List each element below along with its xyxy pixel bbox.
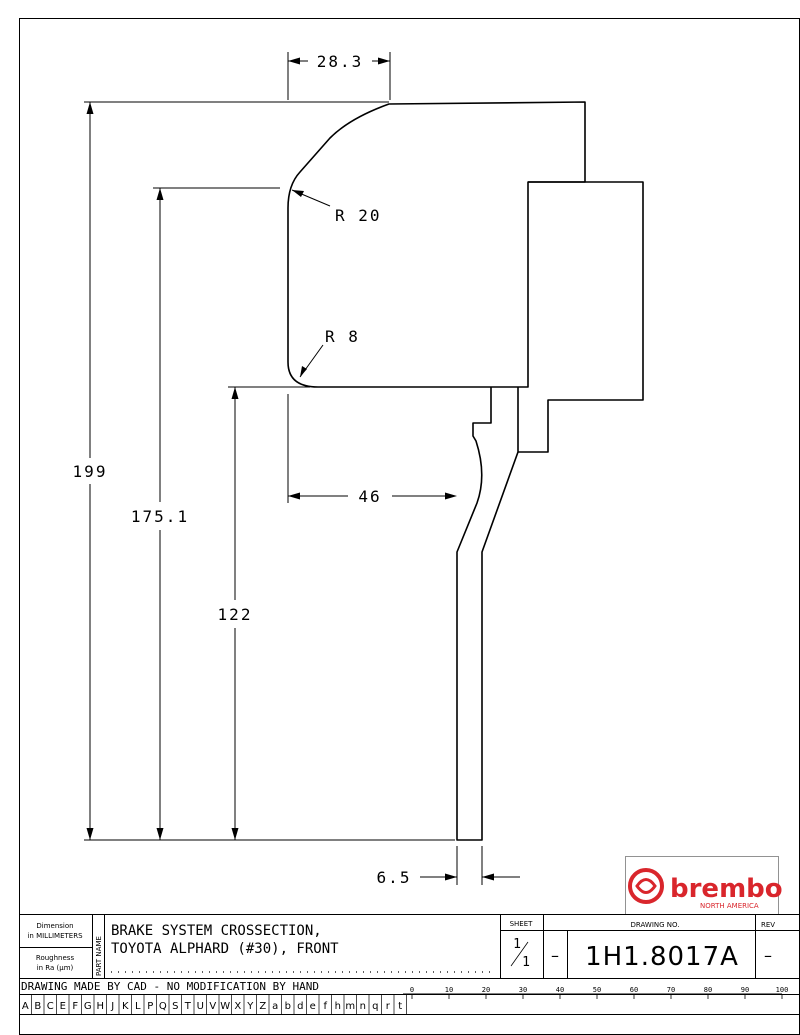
grid-letter: V bbox=[209, 1001, 216, 1012]
grid-letter: Z bbox=[259, 1001, 266, 1012]
grid-letter: h bbox=[335, 1001, 341, 1012]
brembo-logo: brembo NORTH AMERICA bbox=[625, 856, 783, 915]
grid-letter: S bbox=[172, 1001, 178, 1012]
grid-letter: r bbox=[386, 1001, 391, 1012]
dim-mid-height: 175.1 bbox=[131, 507, 189, 526]
roughness-unit-label: in Ra (μm) bbox=[37, 964, 74, 972]
grid-letter: d bbox=[297, 1001, 303, 1012]
sheet-slash bbox=[510, 941, 529, 967]
grid-letter: X bbox=[234, 1001, 241, 1012]
sheet-total: 1 bbox=[522, 955, 530, 970]
part-name-line-1: BRAKE SYSTEM CROSSECTION, bbox=[111, 923, 322, 939]
grid-letter: f bbox=[323, 1001, 327, 1012]
grid-letter: F bbox=[72, 1001, 78, 1012]
logo-subtitle: NORTH AMERICA bbox=[700, 902, 759, 910]
grid-letter: P bbox=[147, 1001, 153, 1012]
dimension-arrows bbox=[86, 57, 494, 881]
grid-letter: T bbox=[184, 1001, 192, 1012]
grid-letter: J bbox=[110, 1001, 114, 1012]
grid-letter: m bbox=[345, 1001, 355, 1012]
scale-tick-label: 70 bbox=[667, 986, 675, 994]
dimension-unit-label: in MILLIMETERS bbox=[27, 932, 83, 940]
part-name-line-2: TOYOTA ALPHARD (#30), FRONT bbox=[111, 941, 339, 957]
grid-letter: Q bbox=[159, 1001, 167, 1012]
grid-letter: n bbox=[360, 1001, 366, 1012]
drawing-number: 1H1.8017A bbox=[585, 942, 739, 972]
title-block-lines bbox=[19, 914, 800, 1015]
dim-offset: 46 bbox=[358, 487, 381, 506]
cad-note: DRAWING MADE BY CAD - NO MODIFICATION BY… bbox=[21, 980, 319, 993]
grid-letter: e bbox=[310, 1001, 316, 1012]
dim-overall-height: 199 bbox=[73, 462, 108, 481]
grid-letter: b bbox=[285, 1001, 291, 1012]
dim-top-width: 28.3 bbox=[317, 52, 364, 71]
grid-letter: H bbox=[96, 1001, 104, 1012]
sheet-number: 1 bbox=[513, 937, 521, 952]
part-profile bbox=[287, 101, 644, 841]
grid-letter: W bbox=[220, 1001, 230, 1012]
scale-tick-label: 60 bbox=[630, 986, 638, 994]
grid-letter: C bbox=[47, 1001, 54, 1012]
dimension-label: Dimension bbox=[36, 922, 73, 930]
scale-tick-label: 20 bbox=[482, 986, 490, 994]
grid-letter: G bbox=[84, 1001, 92, 1012]
grid-letter: q bbox=[372, 1001, 378, 1012]
sheet-label: SHEET bbox=[510, 920, 534, 928]
roughness-label: Roughness bbox=[36, 954, 75, 962]
grid-letter: U bbox=[197, 1001, 204, 1012]
rev-label: REV bbox=[761, 921, 775, 929]
scale-tick-label: 10 bbox=[445, 986, 453, 994]
grid-letter: B bbox=[34, 1001, 41, 1012]
dim-radius-large: R 20 bbox=[335, 206, 382, 225]
grid-letter: A bbox=[22, 1001, 29, 1012]
grid-letter: a bbox=[272, 1001, 278, 1012]
scale-tick-label: 0 bbox=[410, 986, 414, 994]
dim-thickness: 6.5 bbox=[377, 868, 412, 887]
scale-tick-label: 30 bbox=[519, 986, 527, 994]
rev-value: – bbox=[764, 946, 772, 965]
part-name-label: PART NAME bbox=[95, 936, 103, 976]
scale-tick-label: 50 bbox=[593, 986, 601, 994]
grid-letter: Y bbox=[246, 1001, 254, 1012]
dimension-lines bbox=[84, 52, 520, 885]
scale-tick-label: 100 bbox=[776, 986, 789, 994]
dim-radius-small: R 8 bbox=[325, 327, 360, 346]
scale-bar: 0 10 20 30 40 50 60 70 80 90 100 bbox=[410, 986, 788, 999]
grid-letter: K bbox=[122, 1001, 129, 1012]
drawing-no-label: DRAWING NO. bbox=[631, 921, 680, 929]
brembo-mark-icon bbox=[628, 868, 664, 904]
grid-letter: L bbox=[135, 1001, 141, 1012]
dim-lower-height: 122 bbox=[218, 605, 253, 624]
scale-tick-label: 80 bbox=[704, 986, 712, 994]
grid-letter: t bbox=[398, 1001, 402, 1012]
grid-letter: E bbox=[60, 1001, 66, 1012]
scale-tick-label: 40 bbox=[556, 986, 564, 994]
sheet-dash: – bbox=[551, 946, 559, 965]
scale-tick-label: 90 bbox=[741, 986, 749, 994]
logo-brand-text: brembo bbox=[670, 874, 783, 904]
